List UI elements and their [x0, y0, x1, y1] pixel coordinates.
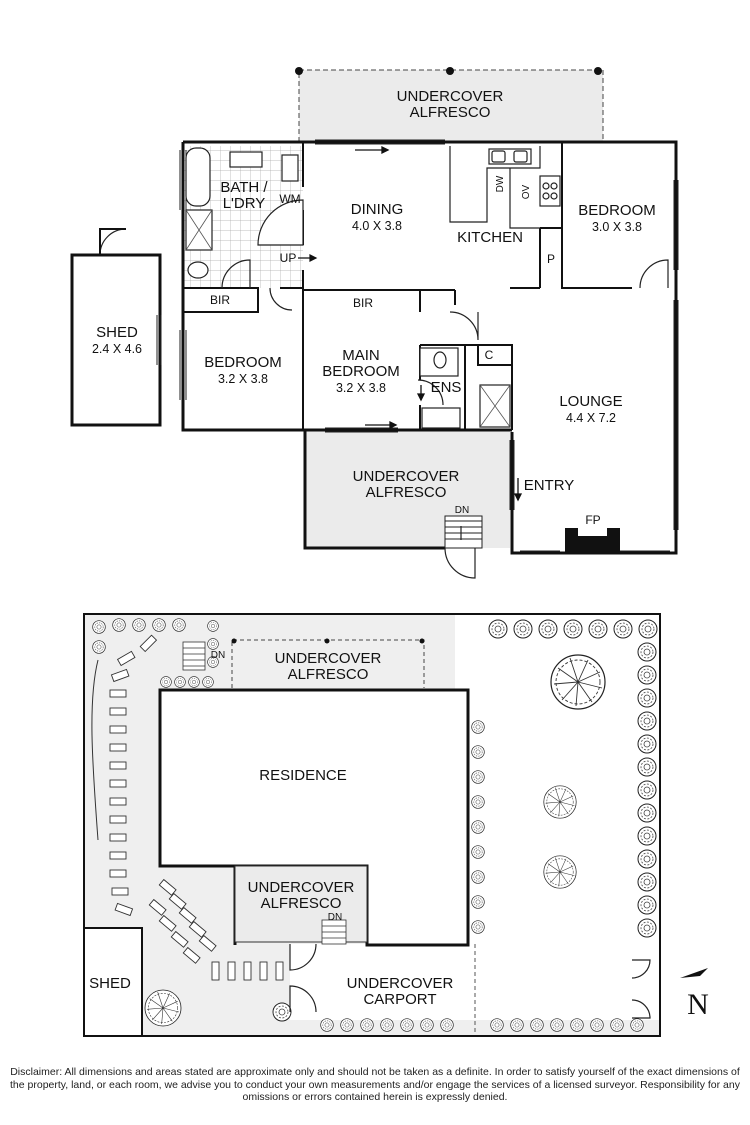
label-up: UP — [280, 251, 297, 265]
label-main-bedroom-2: BEDROOM — [322, 363, 400, 380]
north-letter: N — [687, 988, 709, 1021]
label-alfresco-top-2: ALFRESCO — [410, 104, 491, 121]
label-lounge: LOUNGE — [559, 393, 622, 410]
up-arrow — [298, 254, 318, 262]
label-cupboard: C — [485, 348, 494, 362]
label-dn: DN — [455, 505, 469, 516]
label-residence: RESIDENCE — [259, 767, 347, 784]
label-pantry: P — [547, 252, 555, 266]
shed-building — [70, 228, 162, 427]
label-bedroom-left: BEDROOM — [204, 354, 282, 371]
label-fp: FP — [585, 513, 600, 527]
label-bedroom-right-dim: 3.0 X 3.8 — [592, 220, 642, 234]
label-lounge-dim: 4.4 X 7.2 — [566, 411, 616, 425]
site-shed — [83, 927, 143, 1037]
label-site-dn-bottom: DN — [328, 912, 342, 923]
windows — [179, 139, 679, 552]
door-swings — [72, 199, 669, 579]
label-bath: BATH / — [220, 179, 268, 196]
label-site-shed: SHED — [89, 975, 131, 992]
site-stairs — [182, 641, 347, 945]
label-main-bedroom-1: MAIN — [342, 347, 380, 364]
label-wm: WM — [279, 192, 300, 206]
label-site-alfresco-top-1: UNDERCOVER — [275, 650, 382, 667]
label-site-alfresco-top-2: ALFRESCO — [288, 666, 369, 683]
window-arrows — [355, 145, 523, 502]
interior-walls — [183, 142, 632, 430]
north-arrow — [680, 968, 708, 978]
label-ens: ENS — [431, 379, 462, 396]
label-alfresco-top-1: UNDERCOVER — [397, 88, 504, 105]
site-alfresco-top — [231, 638, 425, 688]
label-shed-dim: 2.4 X 4.6 — [92, 342, 142, 356]
label-kitchen: KITCHEN — [457, 229, 523, 246]
label-alfresco-bottom-1: UNDERCOVER — [353, 468, 460, 485]
exterior-walls — [181, 140, 678, 555]
label-shed: SHED — [96, 324, 138, 341]
label-site-dn-top: DN — [211, 650, 225, 661]
carport-gates — [289, 943, 651, 1019]
alfresco-top-area — [295, 67, 604, 142]
label-alfresco-bottom-2: ALFRESCO — [366, 484, 447, 501]
bath-fittings — [185, 147, 511, 429]
label-carport-2: CARPORT — [363, 991, 436, 1008]
label-carport-1: UNDERCOVER — [347, 975, 454, 992]
label-ov: OV — [521, 184, 532, 199]
label-site-alfresco-bottom-2: ALFRESCO — [261, 895, 342, 912]
label-bedroom-left-dim: 3.2 X 3.8 — [218, 372, 268, 386]
label-dw: DW — [495, 175, 506, 192]
label-main-bedroom-dim: 3.2 X 3.8 — [336, 381, 386, 395]
paver-path — [91, 634, 284, 981]
kitchen-bench — [449, 146, 561, 229]
disclaimer-text: Disclaimer: All dimensions and areas sta… — [10, 1066, 740, 1103]
label-dining-dim: 4.0 X 3.8 — [352, 219, 402, 233]
label-entry: ENTRY — [524, 477, 575, 494]
label-bir-mid: BIR — [353, 296, 373, 310]
fireplace-hearth — [578, 528, 607, 536]
label-bir-left: BIR — [210, 293, 230, 307]
label-bedroom-right: BEDROOM — [578, 202, 656, 219]
label-dining: DINING — [351, 201, 404, 218]
label-site-alfresco-bottom-1: UNDERCOVER — [248, 879, 355, 896]
alfresco-stairs — [444, 515, 483, 549]
label-ldry: L'DRY — [223, 195, 266, 212]
